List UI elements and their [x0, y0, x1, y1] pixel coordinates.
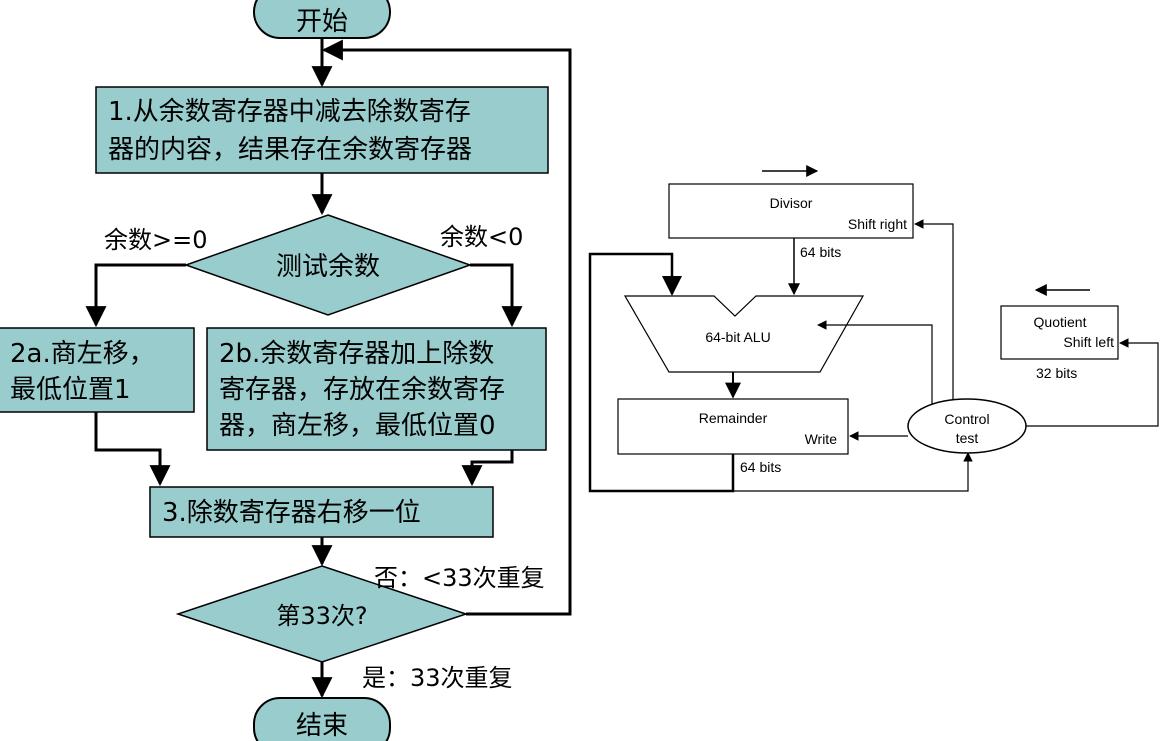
- alu-label: 64-bit ALU: [705, 329, 770, 345]
- step1-text-line1: 1.从余数寄存器中减去除数寄存: [108, 97, 471, 127]
- step2b-box: [206, 327, 547, 451]
- control-to-alu-wire: [817, 320, 933, 404]
- end-terminator: [253, 697, 391, 741]
- arrow-step2a-step3: [94, 412, 171, 487]
- step3-text: 3.除数寄存器右移一位: [162, 498, 421, 528]
- iteration-check-label: 第33次?: [276, 602, 367, 630]
- quotient-label: Quotient: [1034, 314, 1087, 330]
- control-label-line2: test: [956, 430, 979, 446]
- hardware-diagram: Divisor Shift right 64 bits 64-bit ALU R…: [588, 165, 1159, 493]
- arrow-test-step2b: [470, 263, 523, 328]
- divisor-bits-label: 64 bits: [800, 244, 841, 260]
- branch-ge-label: 余数>=0: [104, 226, 208, 254]
- divisor-register: [668, 183, 914, 239]
- no-repeat-label: 否：<33次重复: [374, 564, 545, 592]
- remainder-op-label: Write: [805, 431, 838, 447]
- arrow-step2b-step3: [461, 450, 514, 487]
- start-label: 开始: [296, 7, 348, 37]
- step2b-text-line3: 器，商左移，最低位置0: [219, 411, 496, 441]
- step2a-text-line1: 2a.商左移，: [10, 339, 155, 369]
- alu: [623, 295, 865, 373]
- quotient-register: [1000, 305, 1119, 360]
- quotient-bits-label: 32 bits: [1036, 365, 1077, 381]
- arrow-test-step2a: [85, 263, 186, 328]
- step3-box: [149, 486, 494, 538]
- test-remainder-label: 测试余数: [276, 252, 380, 282]
- step1-box: [95, 86, 549, 174]
- step1-text-line2: 器的内容，结果存在余数寄存器: [108, 135, 472, 165]
- arrow-loop-back: [321, 39, 572, 616]
- end-label: 结束: [296, 711, 348, 741]
- test-remainder-diamond: [183, 214, 473, 316]
- remainder-feedback-wire: [588, 252, 735, 493]
- yes-done-label: 是：33次重复: [362, 664, 513, 692]
- divisor-op-label: Shift right: [848, 216, 907, 232]
- control-to-divisor-wire: [914, 219, 954, 400]
- flowchart: 开始 1.从余数寄存器中减去除数寄存 器的内容，结果存在余数寄存器 测试余数 余…: [0, 0, 572, 741]
- control-to-quotient-wire: [1026, 338, 1159, 427]
- remainder-bits-label: 64 bits: [740, 459, 781, 475]
- step2a-text-line2: 最低位置1: [10, 375, 131, 405]
- remainder-to-control-wire: [733, 452, 973, 492]
- branch-lt-label: 余数<0: [440, 223, 523, 251]
- divisor-label: Divisor: [770, 195, 813, 211]
- step2b-text-line2: 寄存器，存放在余数寄存: [219, 375, 505, 405]
- quotient-op-label: Shift left: [1063, 334, 1114, 350]
- step2a-box: [0, 327, 195, 413]
- step2b-text-line1: 2b.余数寄存器加上除数: [219, 339, 494, 369]
- control-label-line1: Control: [944, 411, 989, 427]
- remainder-label: Remainder: [699, 410, 768, 426]
